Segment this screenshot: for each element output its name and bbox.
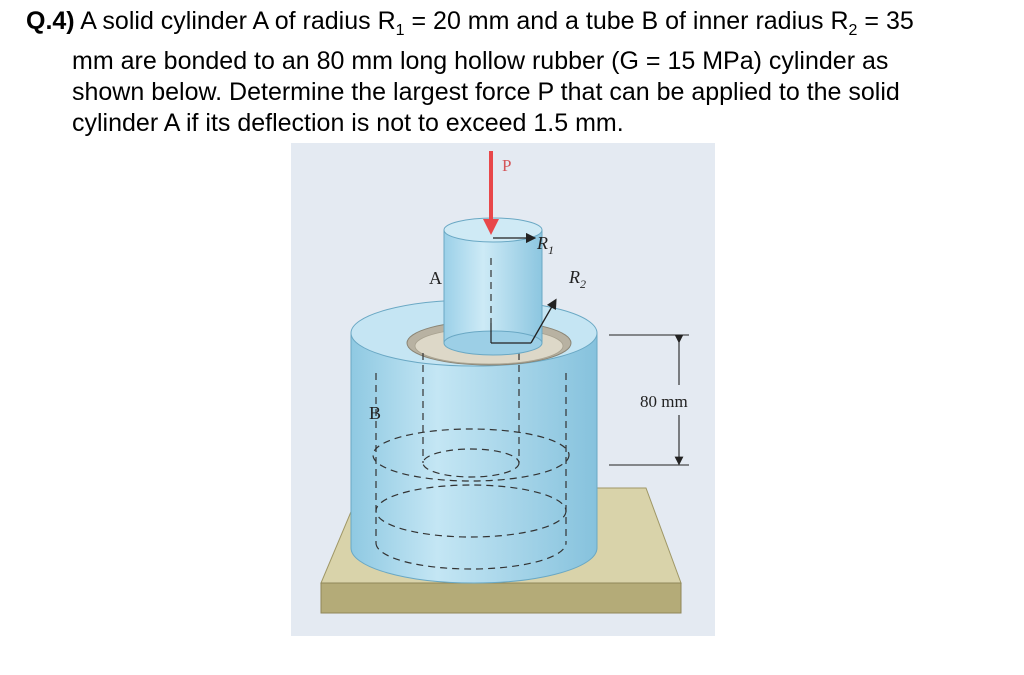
dimension-label: 80 mm	[640, 392, 688, 411]
question-line-2: mm are bonded to an 80 mm long hollow ru…	[72, 47, 889, 75]
label-a: A	[429, 268, 442, 288]
cylinder-figure: P A B R1 R2 80 mm	[291, 143, 715, 636]
dimension-80mm	[609, 334, 689, 466]
label-r1: R1	[536, 233, 554, 257]
label-p: P	[502, 156, 511, 175]
question-line-1-part-2: = 20 mm and a tube B of inner radius R	[404, 7, 849, 35]
question-line-1-part-1: A solid cylinder A of radius R	[74, 7, 396, 35]
label-r1-sub: 1	[548, 243, 554, 257]
question-line-1-part-3: = 35	[857, 7, 914, 35]
subscript-2: 2	[848, 22, 858, 39]
label-r2-sub: 2	[580, 277, 586, 291]
figure-svg: P A B R1 R2 80 mm	[291, 143, 715, 636]
subscript-1: 1	[395, 22, 405, 39]
hidden-lines	[372, 353, 570, 570]
question-number: Q.4)	[26, 7, 75, 35]
question-line-1: Q.4) A solid cylinder A of radius R1 = 2…	[26, 6, 1016, 46]
label-r2-letter: R	[568, 267, 580, 287]
question-line-4: cylinder A if its deflection is not to e…	[72, 109, 624, 137]
force-p-arrow	[483, 151, 499, 235]
label-b: B	[369, 403, 381, 423]
label-r1-letter: R	[536, 233, 548, 253]
question-line-3: shown below. Determine the largest force…	[72, 78, 900, 106]
solid-cylinder-a	[443, 217, 543, 356]
label-r2: R2	[568, 267, 586, 291]
question-text: Q.4) A solid cylinder A of radius R1 = 2…	[26, 6, 1016, 139]
r2-arrow	[490, 298, 557, 344]
